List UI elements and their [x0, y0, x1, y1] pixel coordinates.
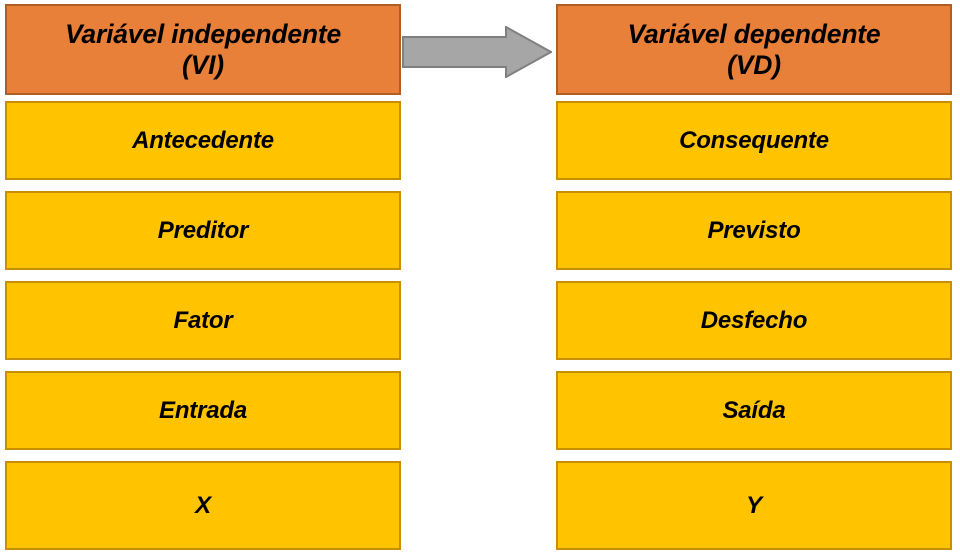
item-dependent-consequente: Consequente [556, 101, 952, 180]
item-label: Antecedente [132, 126, 274, 154]
item-dependent-previsto: Previsto [556, 191, 952, 270]
header-dependent-variable-line1: Variável dependente [627, 18, 881, 49]
header-dependent-variable-line2: (VD) [727, 49, 781, 80]
right-block-arrow-icon [402, 26, 552, 78]
header-independent-variable-line2: (VI) [182, 49, 224, 80]
item-dependent-desfecho: Desfecho [556, 281, 952, 360]
item-independent-x: X [5, 461, 401, 550]
item-label: Y [746, 491, 762, 519]
header-independent-variable: Variável independente (VI) [5, 4, 401, 95]
item-label: Entrada [159, 396, 247, 424]
item-independent-preditor: Preditor [5, 191, 401, 270]
item-label: Consequente [679, 126, 829, 154]
header-dependent-variable: Variável dependente (VD) [556, 4, 952, 95]
item-label: Desfecho [700, 306, 808, 334]
item-label: Previsto [707, 216, 801, 244]
item-independent-fator: Fator [5, 281, 401, 360]
item-independent-antecedente: Antecedente [5, 101, 401, 180]
item-label: X [195, 491, 211, 519]
column-dependent-variable: Variável dependente (VD) Consequente Pre… [556, 0, 952, 556]
header-independent-variable-line1: Variável independente [64, 18, 342, 49]
item-independent-entrada: Entrada [5, 371, 401, 450]
item-dependent-saida: Saída [556, 371, 952, 450]
item-label: Preditor [157, 216, 249, 244]
column-independent-variable: Variável independente (VI) Antecedente P… [5, 0, 401, 556]
item-dependent-y: Y [556, 461, 952, 550]
item-label: Fator [173, 306, 233, 334]
item-label: Saída [722, 396, 786, 424]
